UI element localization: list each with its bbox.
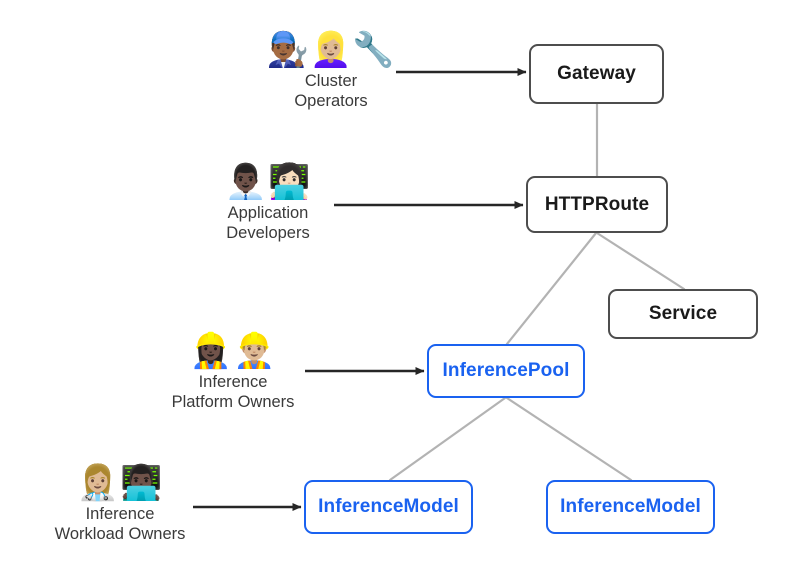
inference-workload-owners-emoji-icon: 👩🏼‍⚕️👨🏿‍💻 <box>76 463 164 503</box>
node-inferencepool-label: InferencePool <box>442 360 570 381</box>
edge-inferencepool-inferencemodel-2 <box>505 396 633 482</box>
persona-inference-workload-owners-label: Inference Workload Owners <box>54 505 186 543</box>
node-inferencepool[interactable]: InferencePool <box>427 344 585 398</box>
edge-httproute-service <box>595 231 686 291</box>
persona-inference-platform-owners: 👷🏿‍♀️👷🏼‍♂️ Inference Platform Owners <box>123 331 343 412</box>
application-developers-emoji-icon: 👨🏿‍💼👩🏻‍💻 <box>224 162 312 202</box>
node-gateway-label: Gateway <box>557 63 636 84</box>
node-inferencemodel-1[interactable]: InferenceModel <box>304 480 473 534</box>
persona-inference-platform-owners-label: Inference Platform Owners <box>171 373 295 411</box>
node-httproute-label: HTTPRoute <box>544 193 650 215</box>
edge-inferencepool-inferencemodel-1 <box>388 396 507 482</box>
persona-cluster-operators: 👨🏾‍🔧👱🏼‍♀️‍🔧 Cluster Operators <box>221 30 441 111</box>
node-gateway[interactable]: Gateway <box>529 44 664 104</box>
node-inferencemodel-2[interactable]: InferenceModel <box>546 480 715 534</box>
persona-application-developers-label: Application Developers <box>226 204 310 242</box>
edge-httproute-inferencepool <box>505 231 598 346</box>
persona-cluster-operators-label: Cluster Operators <box>294 72 368 110</box>
node-inferencemodel-1-label: InferenceModel <box>318 496 459 517</box>
persona-application-developers: 👨🏿‍💼👩🏻‍💻 Application Developers <box>158 162 378 243</box>
node-inferencemodel-2-label: InferenceModel <box>560 496 701 517</box>
persona-inference-workload-owners: 👩🏼‍⚕️👨🏿‍💻 Inference Workload Owners <box>10 463 230 544</box>
node-service[interactable]: Service <box>608 289 758 339</box>
node-service-label: Service <box>648 303 718 324</box>
cluster-operators-emoji-icon: 👨🏾‍🔧👱🏼‍♀️‍🔧 <box>266 30 396 70</box>
inference-platform-owners-emoji-icon: 👷🏿‍♀️👷🏼‍♂️ <box>189 331 277 371</box>
node-httproute[interactable]: HTTPRoute <box>526 176 668 233</box>
